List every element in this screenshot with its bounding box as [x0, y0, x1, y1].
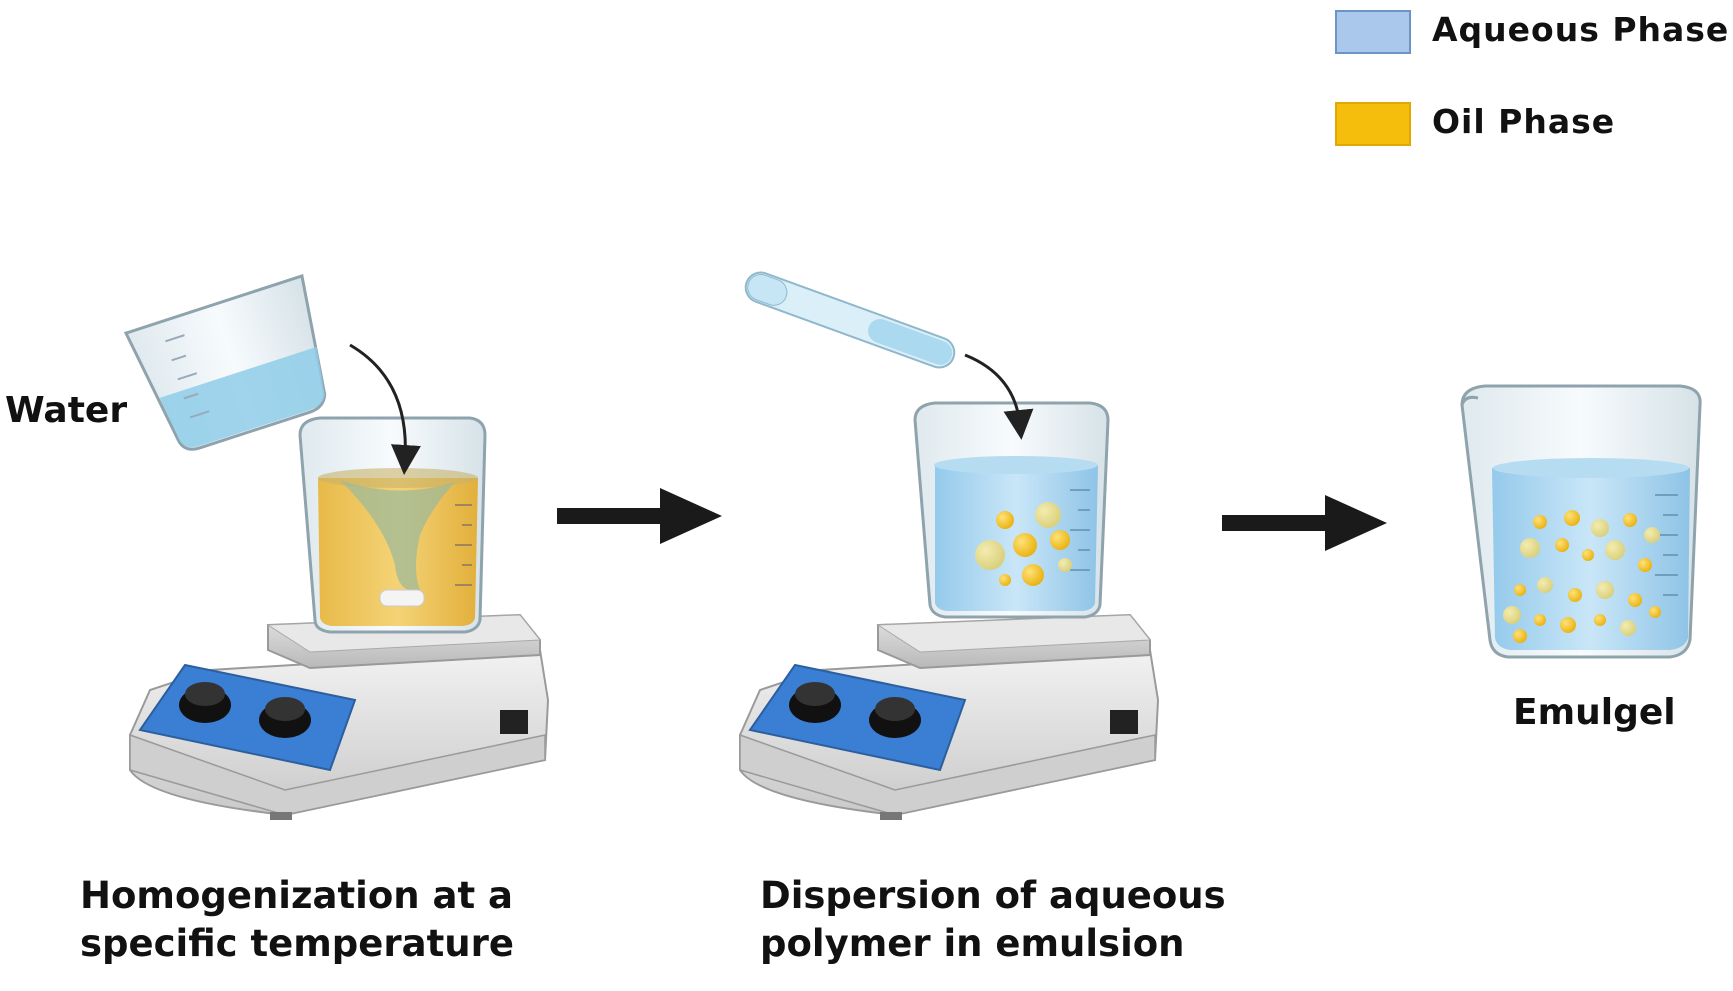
step1-line1: Homogenization at a: [80, 874, 513, 917]
water-label: Water: [5, 390, 128, 431]
test-tube-polymer: [744, 271, 956, 369]
process-arrow-1: [557, 488, 722, 544]
emulgel-label: Emulgel: [1513, 692, 1676, 733]
step2-line1: Dispersion of aqueous: [760, 874, 1226, 917]
drop-arrow: [964, 353, 1034, 440]
oil-droplets: [1503, 510, 1661, 643]
power-switch-icon: [500, 710, 528, 734]
step1-line2: specific temperature: [80, 922, 514, 966]
hot-plate-stirrer-2: [739, 613, 1160, 820]
process-arrow-2: [1222, 495, 1387, 551]
stir-bar: [379, 589, 425, 607]
measuring-cup-water: [123, 273, 327, 451]
knob-icon: [869, 697, 921, 738]
knob-icon: [259, 697, 311, 738]
beaker-dispersion: [913, 401, 1110, 619]
legend-swatch-oil: [1335, 102, 1411, 146]
beaker-emulgel: [1460, 384, 1702, 659]
pour-arrow: [349, 343, 421, 475]
hot-plate-stirrer-1: [129, 613, 550, 820]
legend-label-aqueous: Aqueous Phase: [1432, 10, 1730, 49]
power-switch-icon: [1110, 710, 1138, 734]
legend-label-oil: Oil Phase: [1432, 102, 1616, 141]
vortex: [340, 480, 455, 591]
legend-swatch-aqueous: [1335, 10, 1411, 54]
step2-line2: polymer in emulsion: [760, 922, 1185, 966]
knob-icon: [789, 682, 841, 723]
knob-icon: [179, 682, 231, 723]
oil-droplets: [975, 502, 1072, 586]
step2-caption: Dispersion of aqueous polymer in emulsio…: [760, 872, 1226, 968]
beaker-oil-phase: [298, 416, 487, 634]
step1-caption: Homogenization at a specific temperature: [80, 872, 514, 968]
